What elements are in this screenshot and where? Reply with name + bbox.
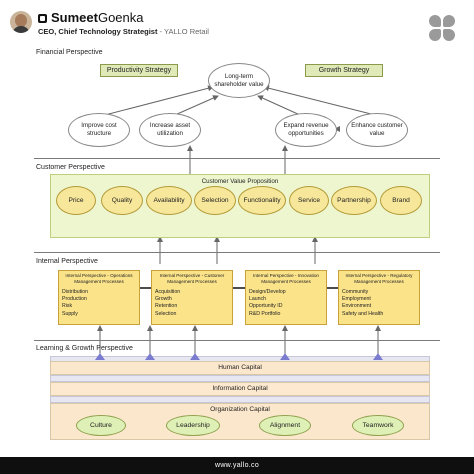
list-item: Acquisition [155, 289, 181, 295]
arrow-head [190, 353, 200, 360]
process-regulatory: Internal Perspective - Regulatory Manage… [338, 270, 420, 325]
value-service: Service [289, 186, 329, 215]
customer-perspective-title: Customer Perspective [36, 164, 105, 171]
org-alignment: Alignment [259, 415, 311, 436]
process-customer: Internal Perspective - Customer Manageme… [151, 270, 233, 325]
list-item: Launch [249, 296, 267, 303]
list-item: Employment [342, 296, 371, 303]
goal-improve-cost-structure: Improve cost structure [68, 113, 130, 147]
list-item: R&D Portfolio [249, 310, 281, 317]
org-leadership: Leadership [166, 415, 220, 436]
financial-perspective-title: Financial Perspective [36, 49, 103, 56]
learning-growth-title: Learning & Growth Perspective [36, 345, 133, 352]
list-item: Distribution [62, 289, 88, 295]
arrow-head [280, 353, 290, 360]
divider-customer [34, 252, 440, 253]
footer-url: www.yallo.co [0, 457, 474, 474]
human-capital: Human Capital [50, 361, 430, 375]
arrow-head [145, 353, 155, 360]
value-partnership: Partnership [331, 186, 377, 215]
author-name: SumeetGoenka [51, 10, 144, 25]
org-culture: Culture [76, 415, 126, 436]
brand-logo-icon [38, 14, 47, 23]
capital-strip [50, 375, 430, 382]
process-heading: Internal Perspective - Innovation Manage… [253, 273, 319, 284]
arrow-head [373, 353, 383, 360]
growth-strategy-label: Growth Strategy [305, 64, 383, 77]
information-capital: Information Capital [50, 382, 430, 396]
list-item: Safety and Health [342, 310, 384, 317]
list-item: Supply [62, 310, 78, 317]
list-item: Risk [62, 303, 73, 310]
internal-perspective-title: Internal Perspective [36, 258, 98, 265]
goal-expand-revenue-opportunities: Expand revenue opportunities [275, 113, 337, 147]
list-item: Opportunity ID [249, 303, 283, 310]
list-item: Community [342, 289, 369, 295]
list-item: Selection [155, 310, 177, 317]
list-item: Growth [155, 296, 172, 303]
goal-enhance-customer-value: Enhance customer value [346, 113, 408, 147]
divider-internal [34, 340, 440, 341]
capital-strip [50, 396, 430, 403]
arrow-head [95, 353, 105, 360]
productivity-strategy-label: Productivity Strategy [100, 64, 178, 77]
value-brand: Brand [380, 186, 422, 215]
organization-capital-title: Organization Capital [210, 406, 270, 413]
author-subtitle: CEO, Chief Technology Strategist - YALLO… [38, 27, 209, 36]
value-price: Price [56, 186, 96, 215]
avatar [10, 11, 32, 33]
process-heading: Internal Perspective - Regulatory Manage… [345, 273, 413, 284]
list-item: Retention [155, 303, 178, 310]
list-item: Environment [342, 303, 372, 310]
process-heading: Internal Perspective - Operations Manage… [65, 273, 133, 284]
value-selection: Selection [194, 186, 236, 215]
goal-increase-asset-utilization: Increase asset utilization [139, 113, 201, 147]
value-availability: Availability [146, 186, 192, 215]
value-functionality: Functionality [238, 186, 286, 215]
list-item: Production [62, 296, 87, 303]
cvp-title: Customer Value Proposition [201, 178, 279, 185]
org-teamwork: Teamwork [352, 415, 404, 436]
long-term-shareholder-value: Long-term shareholder value [208, 63, 270, 98]
process-innovation: Internal Perspective - Innovation Manage… [245, 270, 327, 325]
divider-financial [34, 158, 440, 159]
list-item: Design/Develop [249, 289, 286, 295]
process-operations: Internal Perspective - Operations Manage… [58, 270, 140, 325]
process-heading: Internal Perspective - Customer Manageme… [159, 273, 225, 284]
value-quality: Quality [101, 186, 143, 215]
four-petal-flower-icon [428, 14, 456, 42]
